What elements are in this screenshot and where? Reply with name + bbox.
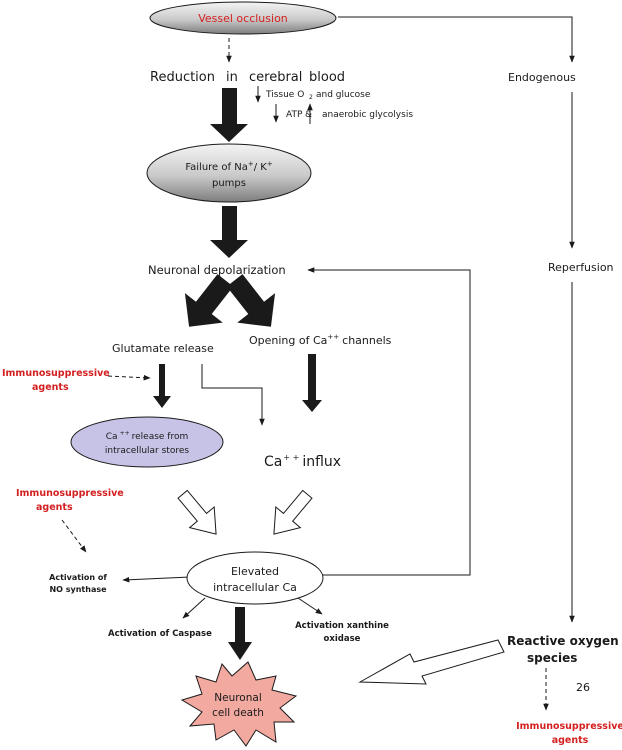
svg-text:&: & [305, 110, 312, 120]
svg-text:Reduction: Reduction [150, 70, 215, 85]
reperfusion-label: Reperfusion [548, 261, 614, 274]
failure-pumps-node [146, 143, 312, 203]
svg-text:cell death: cell death [212, 707, 264, 719]
svg-text:cerebral: cerebral [249, 70, 302, 85]
svg-text:Failure of Na+/ K+: Failure of Na+/ K+ [185, 160, 273, 173]
svg-text:Immunosuppressive: Immunosuppressive [2, 368, 110, 379]
svg-text:agents: agents [32, 382, 69, 393]
connector-feedback-loop [307, 267, 471, 576]
svg-text:Ca++release from: Ca++release from [106, 430, 189, 442]
cell-death-label: Neuronal cell death [212, 692, 264, 719]
atp-label: ATP & anaerobic glycolysis [286, 110, 413, 120]
ca-release-label: Ca++release from intracellular stores [105, 430, 189, 456]
connector-xanthine [297, 597, 323, 615]
hollow-arrows [177, 489, 505, 685]
svg-text:Reactive oxygen: Reactive oxygen [507, 634, 619, 648]
reduction-label: Reduction in cerebral blood [150, 70, 345, 85]
svg-text:in: in [226, 70, 238, 85]
thick-arrow-opening-influx [302, 354, 322, 412]
connector-no-synthase [122, 576, 191, 583]
svg-text:anaerobic glycolysis: anaerobic glycolysis [322, 110, 413, 120]
svg-text:Immunosuppressive: Immunosuppressive [516, 721, 622, 732]
glutamate-release-label: Glutamate release [112, 342, 214, 355]
thick-arrow-failure-depol [210, 206, 248, 258]
dashed-immuno1-glutamate [107, 374, 151, 381]
svg-text:agents: agents [36, 502, 73, 513]
svg-text:blood: blood [309, 70, 345, 85]
vessel-occlusion-node [149, 1, 337, 35]
svg-text:agents: agents [552, 735, 589, 746]
neuronal-depolarization-label: Neuronal depolarization [148, 263, 286, 277]
thick-arrow-depol-opening [226, 274, 276, 327]
svg-text:species: species [527, 651, 577, 665]
svg-text:Activation of: Activation of [49, 573, 107, 582]
svg-text:Immunosuppressive: Immunosuppressive [16, 488, 124, 499]
svg-text:Activation xanthine: Activation xanthine [295, 621, 389, 631]
ros-label: Reactive oxygen species [507, 634, 619, 665]
immuno-agents-1: Immunosuppressive agents [2, 368, 110, 393]
elevated-ca-node [186, 551, 324, 605]
xanthine-label: Activation xanthine oxidase [295, 621, 389, 644]
thick-arrows [153, 88, 322, 660]
svg-text:pumps: pumps [212, 178, 246, 189]
dashed-immuno2-no [61, 519, 87, 553]
svg-text:oxidase: oxidase [324, 634, 361, 644]
cell-death-burst [180, 661, 298, 747]
connector-glutamate-influx [201, 364, 265, 426]
svg-text:2: 2 [309, 94, 313, 101]
thick-arrow-depol-glutamate [184, 274, 234, 327]
hollow-arrow-release-elevated [177, 489, 217, 535]
ca-release-node [70, 416, 224, 468]
hollow-arrow-ros-death [358, 639, 505, 685]
svg-text:intracellular Ca: intracellular Ca [213, 581, 297, 594]
immuno-agents-3: Immunosuppressive agents [516, 721, 622, 746]
svg-text:NO synthase: NO synthase [49, 585, 107, 594]
svg-text:and glucose: and glucose [316, 90, 371, 100]
failure-pumps-label: Failure of Na+/ K+ pumps [185, 160, 273, 189]
thin-connectors [122, 16, 575, 623]
svg-text:ATP: ATP [286, 110, 303, 120]
page-number: 26 [576, 681, 590, 694]
dashed-connectors [61, 38, 549, 711]
thick-arrow-elevated-death [228, 607, 252, 660]
ca-influx-label: Ca+ +influx [264, 453, 341, 470]
hollow-arrow-influx-elevated [273, 489, 313, 535]
vessel-occlusion-label: Vessel occlusion [198, 12, 288, 25]
immuno-agents-2: Immunosuppressive agents [16, 488, 124, 513]
connector-to-endogenous [338, 16, 575, 63]
opening-ca-channels-label: Opening of Ca++channels [249, 333, 392, 347]
connector-caspase [182, 597, 206, 619]
svg-text:Tissue O: Tissue O [265, 90, 304, 100]
endogenous-label: Endogenous [508, 71, 576, 84]
svg-text:Elevated: Elevated [231, 565, 279, 578]
elevated-ca-label: Elevated intracellular Ca [213, 565, 297, 594]
svg-text:intracellular stores: intracellular stores [105, 446, 189, 456]
no-synthase-label: Activation of NO synthase [49, 573, 107, 594]
tissue-label: Tissue O 2 and glucose [265, 90, 371, 101]
thick-arrow-reduction-failure [210, 88, 248, 142]
caspase-label: Activation of Caspase [108, 629, 212, 639]
svg-text:Neuronal: Neuronal [214, 692, 262, 704]
thick-arrow-glutamate-carelease [153, 364, 171, 408]
